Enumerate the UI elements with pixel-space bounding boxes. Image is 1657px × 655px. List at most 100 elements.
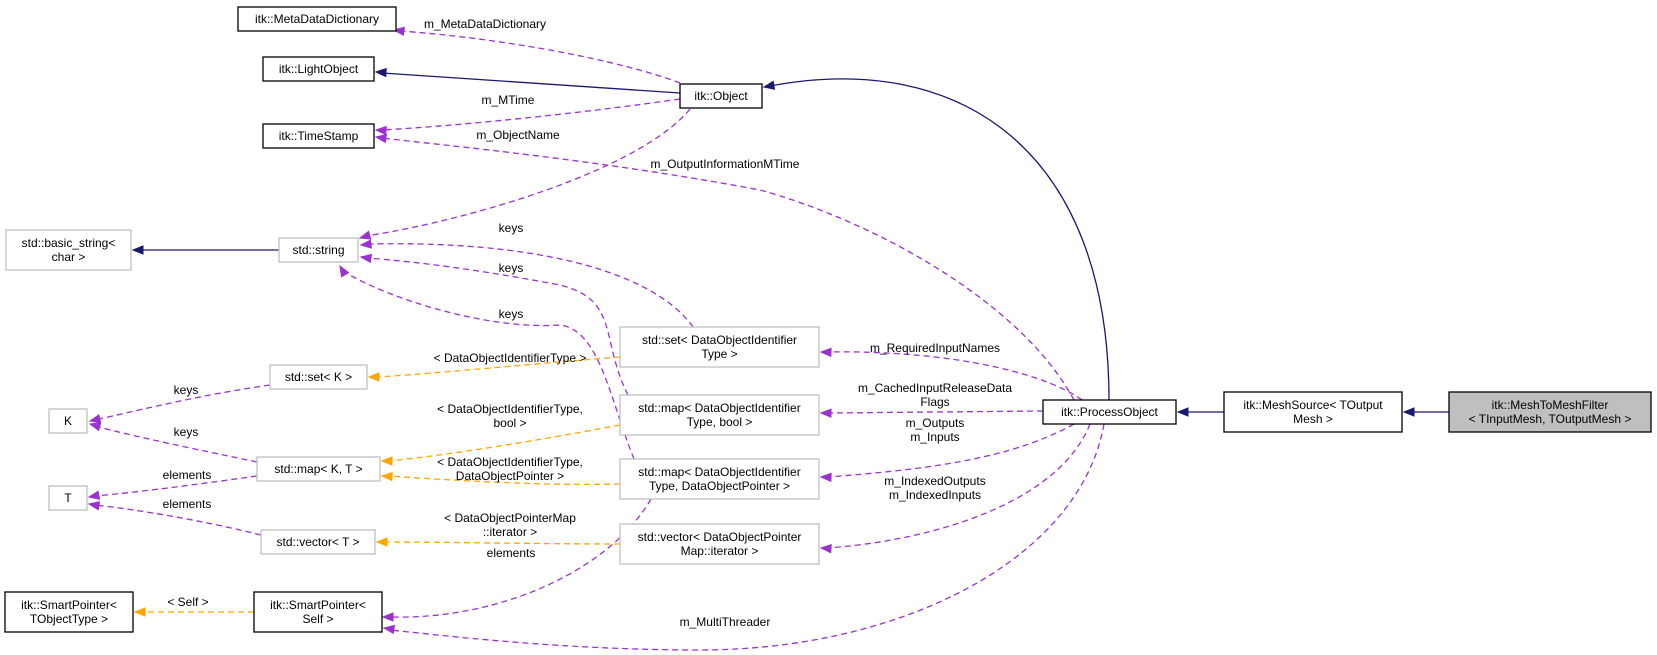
class-node-vector-t: std::vector< T >: [260, 529, 376, 555]
template-edge-smart-pointer-self-to-smart-pointer-tobject: < Self >: [133, 595, 254, 617]
edge-arrowhead: [374, 67, 387, 78]
node-label: itk::MetaDataDictionary: [255, 12, 379, 26]
edge-arrowhead: [382, 624, 396, 635]
node-label: char >: [52, 250, 86, 264]
node-label: Map::iterator >: [681, 544, 759, 558]
edge-arrowhead: [381, 612, 394, 622]
usage-edge-map-kt-to-k: keys: [88, 422, 258, 463]
node-label: std::set< DataObjectIdentifier: [642, 333, 797, 347]
edge-arrowhead: [374, 125, 387, 136]
class-node-set-doi: std::set< DataObjectIdentifierType >: [619, 326, 820, 368]
edge-line: [382, 541, 621, 545]
node-label: TObjectType >: [30, 612, 108, 626]
edge-line: [826, 423, 1091, 549]
edge-arrowhead: [762, 80, 776, 90]
edge-line: [365, 108, 691, 237]
edge-label: elements: [163, 468, 212, 482]
edge-label: keys: [499, 261, 524, 275]
usage-edge-process-object-to-smart-pointer-self: m_MultiThreader: [382, 423, 1105, 651]
edge-arrowhead: [380, 456, 393, 466]
class-node-basic-string: std::basic_string<char >: [5, 229, 132, 271]
edge-arrowhead: [1176, 407, 1189, 417]
edge-label: m_Outputs: [906, 416, 965, 430]
edge-label: keys: [174, 383, 199, 397]
edge-label: keys: [499, 307, 524, 321]
node-box: [278, 237, 359, 263]
node-label: itk::MeshSource< TOutput: [1243, 398, 1383, 412]
usage-edge-process-object-to-set-doi: m_RequiredInputNames: [819, 341, 1083, 401]
edge-arrowhead: [88, 414, 102, 424]
edge-line: [94, 504, 262, 536]
node-label: std::vector< T >: [277, 535, 360, 549]
node-box: [4, 591, 134, 633]
node-label: std::map< DataObjectIdentifier: [638, 401, 800, 415]
class-node-smart-pointer-tobject[interactable]: itk::SmartPointer<TObjectType >: [4, 591, 134, 633]
edge-label: m_IndexedOutputs: [884, 474, 985, 488]
edge-label: keys: [499, 221, 524, 235]
edge-line: [94, 384, 271, 421]
usage-edge-map-doi-ptr-to-std-string: keys: [339, 264, 635, 460]
class-node-mesh-source[interactable]: itk::MeshSource< TOutputMesh >: [1223, 391, 1403, 433]
edge-arrowhead: [131, 245, 144, 255]
node-label: itk::MeshToMeshFilter: [1492, 398, 1609, 412]
edge-label: keys: [174, 425, 199, 439]
class-node-metadata-dictionary[interactable]: itk::MetaDataDictionary: [237, 6, 397, 32]
edge-label: < DataObjectIdentifierType >: [434, 351, 587, 365]
node-box: [262, 123, 375, 149]
node-box: [679, 83, 763, 109]
class-node-light-object[interactable]: itk::LightObject: [262, 56, 375, 82]
node-label: itk::SmartPointer<: [21, 598, 117, 612]
inherit-edge-process-object-to-object: [762, 78, 1110, 401]
node-box: [237, 6, 397, 32]
inherit-edge-mesh-to-mesh-filter-to-mesh-source: [1402, 407, 1449, 417]
edge-label: m_OutputInformationMTime: [651, 157, 800, 171]
edge-arrowhead: [819, 347, 832, 358]
edge-line: [387, 475, 621, 486]
node-box: [1223, 391, 1403, 433]
node-box: [260, 529, 376, 555]
node-box: [619, 523, 820, 565]
edge-arrowhead: [375, 537, 388, 547]
edge-arrowhead: [374, 133, 388, 144]
edge-arrowhead: [88, 422, 102, 432]
usage-edge-object-to-time-stamp: m_MTime: [374, 93, 681, 136]
inherit-edge-object-to-light-object: [374, 67, 681, 94]
node-box: [619, 394, 820, 436]
class-node-time-stamp[interactable]: itk::TimeStamp: [262, 123, 375, 149]
diagram-nodes: itk::MetaDataDictionaryitk::LightObjecti…: [4, 6, 1652, 633]
edge-label: ::iterator >: [483, 525, 537, 539]
node-label: std::string: [292, 243, 344, 257]
edge-line: [769, 78, 1110, 401]
node-label: Type >: [701, 347, 737, 361]
class-node-process-object[interactable]: itk::ProcessObject: [1042, 399, 1177, 425]
edge-arrowhead: [339, 264, 350, 278]
edge-line: [399, 30, 681, 84]
edge-label: < DataObjectIdentifierType,: [437, 455, 583, 469]
diagram-edges: m_MetaDataDictionarym_MTimem_ObjectNamem…: [87, 17, 1449, 651]
usage-edge-map-doi-bool-to-std-string: keys: [359, 253, 629, 396]
class-node-smart-pointer-self[interactable]: itk::SmartPointer<Self >: [253, 591, 383, 633]
class-node-object[interactable]: itk::Object: [679, 83, 763, 109]
node-label: Mesh >: [1293, 412, 1333, 426]
edge-line: [367, 243, 694, 328]
node-label: itk::Object: [694, 89, 748, 103]
class-node-map-kt: std::map< K, T >: [256, 456, 381, 482]
edge-label: < DataObjectPointerMap: [444, 511, 576, 525]
node-box: [5, 229, 132, 271]
node-label: std::map< K, T >: [274, 462, 362, 476]
node-label: itk::ProcessObject: [1061, 405, 1158, 419]
node-label: Type, DataObjectPointer >: [649, 479, 790, 493]
edge-arrowhead: [87, 501, 101, 511]
template-edge-vector-dop-to-vector-t: < DataObjectPointerMap::iterator >: [375, 511, 621, 547]
edge-line: [381, 137, 1075, 401]
node-box: [1448, 391, 1652, 433]
edge-label: < DataObjectIdentifierType,: [437, 402, 583, 416]
node-label: std::set< K >: [285, 370, 352, 384]
edge-line: [826, 351, 1083, 401]
usage-edge-set-doi-to-std-string: keys: [359, 221, 694, 328]
edge-arrowhead: [819, 408, 832, 418]
edge-line: [387, 424, 621, 462]
